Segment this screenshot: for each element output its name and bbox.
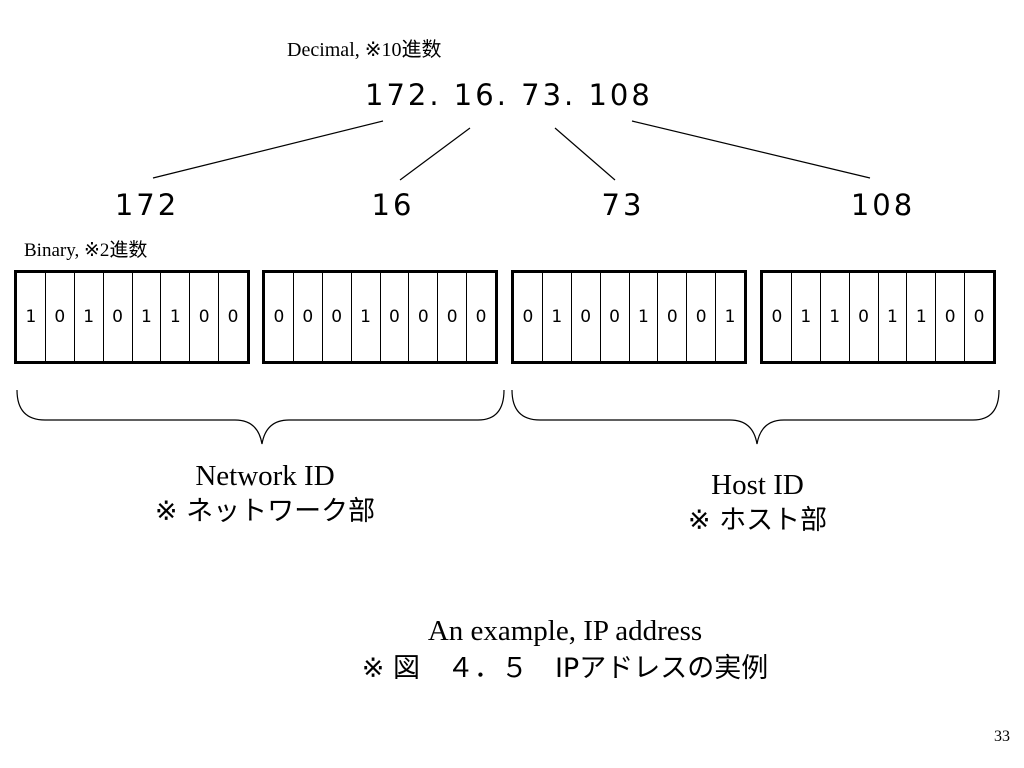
page-number: 33 (994, 728, 1010, 745)
bit-cell: 0 (190, 273, 220, 361)
bit-cell: 1 (543, 273, 572, 361)
split-line-73 (554, 127, 616, 181)
octet-decimal-4: 108 (850, 188, 916, 222)
bit-cell: 0 (409, 273, 439, 361)
bit-cell: 1 (907, 273, 937, 361)
split-line-16 (399, 127, 471, 181)
octet-binary-box-4: 0 1 1 0 1 1 0 0 (760, 270, 996, 364)
network-brace (16, 389, 505, 445)
octet-decimal-2: 16 (371, 188, 415, 222)
bit-cell: 0 (763, 273, 792, 361)
bit-cell: 0 (294, 273, 323, 361)
octet-binary-box-2: 0 0 0 1 0 0 0 0 (262, 270, 498, 364)
bit-cell: 0 (104, 273, 133, 361)
bit-cell: 0 (601, 273, 630, 361)
bit-cell: 0 (46, 273, 75, 361)
bit-cell: 0 (514, 273, 543, 361)
bit-cell: 0 (687, 273, 717, 361)
bit-cell: 0 (265, 273, 294, 361)
bit-cell: 0 (658, 273, 688, 361)
bit-cell: 1 (821, 273, 850, 361)
caption-ja: ※ 図 ４．５ IPアドレスの実例 (361, 653, 769, 684)
bit-cell: 0 (936, 273, 966, 361)
bit-cell: 1 (161, 273, 191, 361)
bit-cell: 1 (879, 273, 908, 361)
bit-cell: 1 (75, 273, 104, 361)
octet-decimal-3: 73 (601, 188, 645, 222)
full-ip-address: 172. 16. 73. 108 (365, 78, 653, 112)
network-id-label: Network ID ※ ネットワーク部 (140, 458, 390, 530)
host-id-en: Host ID (711, 469, 804, 501)
bit-cell: 0 (438, 273, 468, 361)
decimal-label: Decimal, ※10進数 (287, 39, 442, 61)
figure-caption: An example, IP address ※ 図 ４．５ IPアドレスの実例 (300, 612, 830, 688)
host-id-ja: ※ ホスト部 (687, 505, 828, 536)
bit-cell: 0 (323, 273, 352, 361)
split-line-108 (631, 120, 871, 179)
bit-cell: 1 (630, 273, 659, 361)
bit-cell: 0 (475, 307, 487, 327)
octet-binary-box-1: 1 0 1 0 1 1 0 0 (14, 270, 250, 364)
bit-cell: 1 (352, 273, 381, 361)
bit-cell: 1 (792, 273, 821, 361)
host-id-label: Host ID ※ ホスト部 (660, 467, 855, 539)
bit-cell: 0 (227, 307, 239, 327)
bit-cell: 1 (724, 307, 736, 327)
bit-cell: 1 (17, 273, 46, 361)
binary-label: Binary, ※2進数 (24, 240, 148, 261)
split-line-172 (152, 120, 384, 179)
octet-binary-box-3: 0 1 0 0 1 0 0 1 (511, 270, 747, 364)
octet-decimal-1: 172 (114, 188, 180, 222)
bit-cell: 0 (973, 307, 985, 327)
bit-cell: 0 (572, 273, 601, 361)
bit-cell: 0 (381, 273, 410, 361)
host-brace (511, 389, 1000, 445)
bit-cell: 1 (133, 273, 162, 361)
bit-cell: 0 (850, 273, 879, 361)
network-id-ja: ※ ネットワーク部 (154, 496, 376, 527)
network-id-en: Network ID (195, 460, 335, 492)
caption-en: An example, IP address (427, 615, 703, 647)
